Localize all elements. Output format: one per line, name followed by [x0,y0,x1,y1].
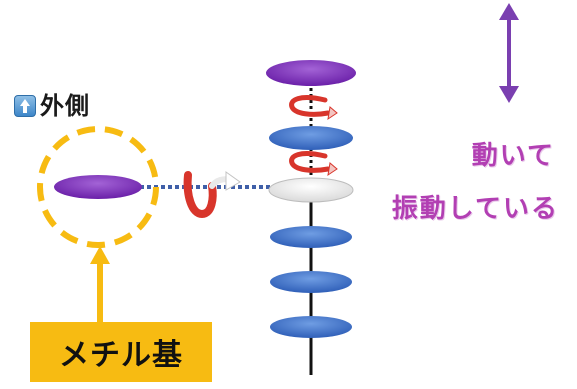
disc-white-center [268,177,354,203]
disc-blue-4 [270,316,352,338]
methyl-label-text: メチル基 [59,338,183,373]
outer-label: 外側 [14,92,90,120]
methyl-label-box: メチル基 [30,322,212,382]
moving-label: 動いて [471,141,555,171]
methyl-pointer-head [90,246,110,264]
disc-blue-1 [269,126,353,150]
outer-label-text: 外側 [40,92,90,120]
methyl-highlight-circle [37,126,159,248]
disc-top-purple [266,60,356,86]
up-arrow-box-icon [14,95,36,117]
rotation-arrow-icon [289,95,338,121]
disc-blue-3 [270,271,352,293]
disc-blue-2 [270,226,352,248]
rotation-arrow-icon [289,151,338,177]
vibrating-label: 振動している [391,194,559,224]
rotation-arrow-icon [183,171,241,219]
methyl-disc [54,175,142,199]
double-arrow-vertical-icon [499,3,519,103]
